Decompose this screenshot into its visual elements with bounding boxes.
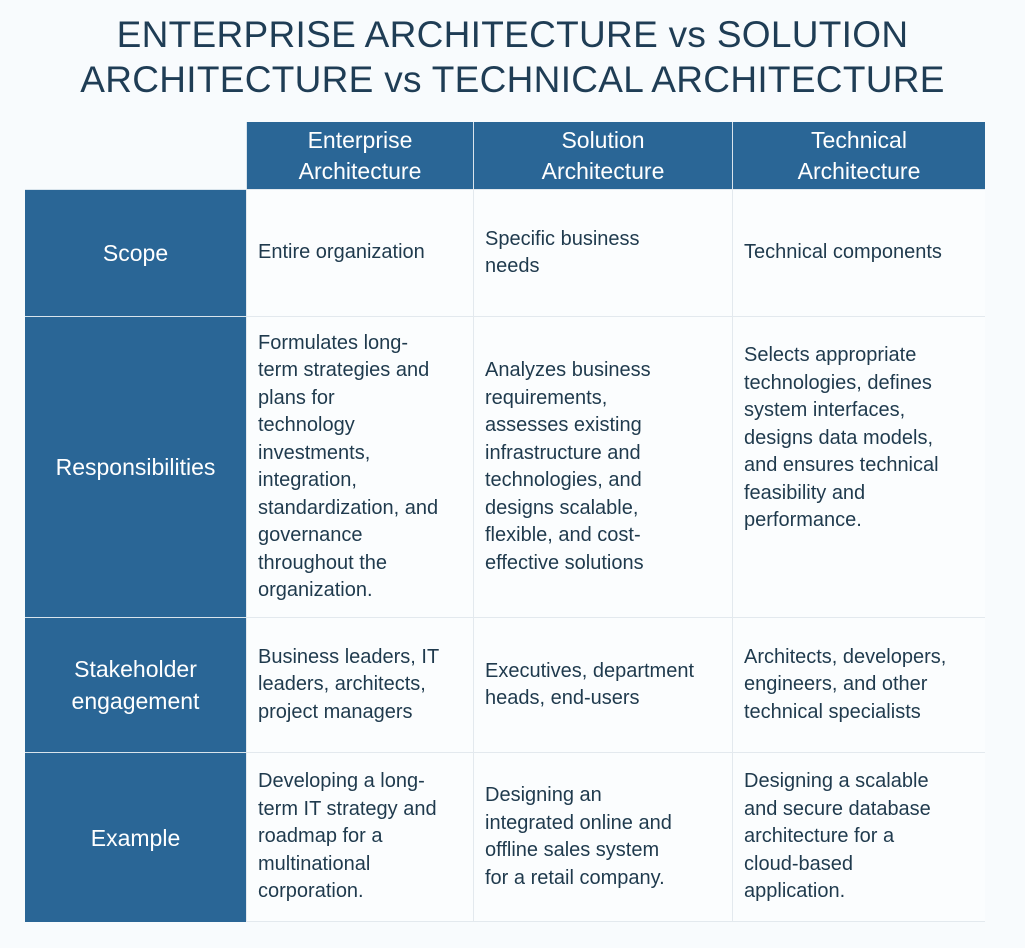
table-cell: Designing a scalable and secure database… — [732, 752, 985, 922]
table-cell: Specific business needs — [473, 189, 732, 316]
row-header-scope: Scope — [25, 189, 246, 316]
table-cell: Executives, department heads, end-users — [473, 617, 732, 752]
row-header-stakeholder-engagement: Stakeholder engagement — [25, 617, 246, 752]
table-cell: Formulates long- term strategies and pla… — [246, 316, 473, 617]
table-cell: Selects appropriate technologies, define… — [732, 316, 985, 617]
column-header-enterprise: Enterprise Architecture — [246, 122, 473, 189]
table-cell: Analyzes business requirements, assesses… — [473, 316, 732, 617]
table-cell: Business leaders, IT leaders, architects… — [246, 617, 473, 752]
column-header-technical: Technical Architecture — [732, 122, 985, 189]
comparison-table: Enterprise Architecture Solution Archite… — [25, 122, 985, 922]
table-cell: Designing an integrated online and offli… — [473, 752, 732, 922]
page-title: ENTERPRISE ARCHITECTURE vs SOLUTION ARCH… — [80, 14, 945, 100]
row-header-example: Example — [25, 752, 246, 922]
table-cell: Entire organization — [246, 189, 473, 316]
corner-cell — [25, 122, 246, 189]
table-cell: Technical components — [732, 189, 985, 316]
table-cell: Developing a long- term IT strategy and … — [246, 752, 473, 922]
column-header-solution: Solution Architecture — [473, 122, 732, 189]
table-cell: Architects, developers, engineers, and o… — [732, 617, 985, 752]
row-header-responsibilities: Responsibilities — [25, 316, 246, 617]
